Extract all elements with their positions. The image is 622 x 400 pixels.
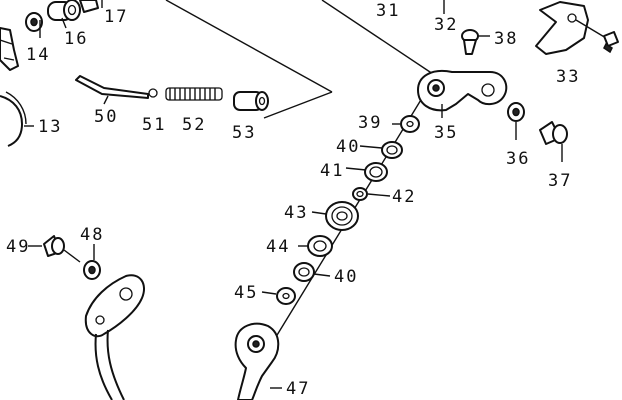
label-16: 16 [64,29,88,49]
parts-50-53-group [75,75,269,111]
label-37: 37 [548,171,572,191]
label-36: 36 [506,149,530,169]
part-44 [298,235,333,257]
label-50: 50 [94,107,118,127]
label-31: 31 [376,1,400,21]
part-lever-left [84,274,145,400]
part-45 [261,287,296,305]
label-33: 33 [556,67,580,87]
label-14: 14 [26,45,50,65]
part-14-16-17-group [0,0,103,71]
part-43 [311,201,359,231]
label-52: 52 [182,115,206,135]
label-49: 49 [6,237,30,257]
part-47 [234,322,282,400]
label-40-lower: 40 [334,267,358,287]
callout-labels: 14 16 17 31 32 38 33 13 50 51 52 53 39 3… [6,1,580,399]
label-32: 32 [434,15,458,35]
label-17: 17 [104,7,128,27]
label-13: 13 [38,117,62,137]
label-44: 44 [266,237,290,257]
label-53: 53 [232,123,256,143]
label-42: 42 [392,187,416,207]
part-40-upper [359,141,403,159]
part-37 [539,121,568,162]
part-49 [28,235,81,263]
part-42 [352,187,391,201]
part-40-lower [293,262,331,282]
part-36 [507,102,525,140]
label-35: 35 [434,123,458,143]
part-48 [83,244,101,280]
label-48: 48 [80,225,104,245]
part-38 [461,29,490,55]
part-53 [233,91,269,111]
label-40-upper: 40 [336,137,360,157]
label-43: 43 [284,203,308,223]
part-52 [165,87,223,101]
part-13 [0,91,34,147]
part-41 [345,162,388,182]
part-39 [392,115,420,133]
label-45: 45 [234,283,258,303]
label-38: 38 [494,29,518,49]
part-51 [148,88,158,98]
part-bracket-left [0,27,19,71]
label-39: 39 [358,113,382,133]
label-51: 51 [142,115,166,135]
label-41: 41 [320,161,344,181]
label-47: 47 [286,379,310,399]
part-33 [535,1,619,55]
part-35 [417,70,508,118]
part-50 [75,75,149,99]
